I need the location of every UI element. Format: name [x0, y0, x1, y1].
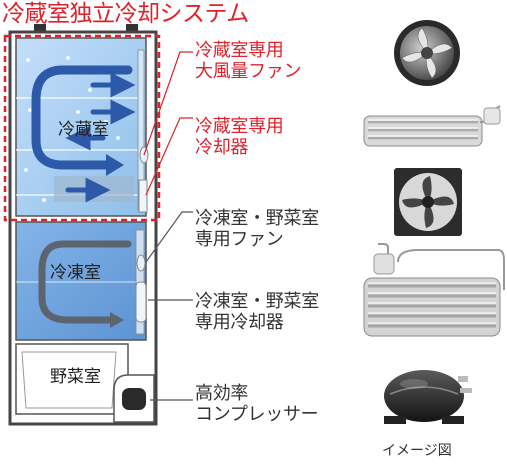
condenser-coil-icon	[363, 243, 505, 337]
image-note: イメージ図	[382, 443, 452, 459]
hinge	[126, 24, 138, 33]
freezer-cooler-label: 冷凍室・野菜室 専用冷却器	[195, 291, 319, 333]
hinge	[34, 24, 46, 33]
compressor-label: 高効率 コンプレッサー	[195, 383, 319, 425]
fridge-cooler-label: 冷蔵室専用 冷却器	[195, 116, 284, 158]
fridge-airflow	[31, 65, 133, 170]
refrigerator-diagram	[3, 24, 161, 426]
evaporator-coil-icon	[363, 105, 501, 147]
fridge-system-outline	[3, 34, 161, 222]
vegetable-compartment	[15, 343, 129, 415]
freezer-room-label: 冷凍室	[50, 263, 101, 283]
compressor-marker	[122, 388, 146, 410]
vegetable-room-label: 野菜室	[50, 367, 101, 387]
fridge-cooler-marker	[138, 179, 148, 213]
refrigerator-room-label: 冷蔵室	[58, 120, 109, 140]
diagram-title: 冷蔵室独立冷却システム	[2, 1, 249, 27]
freezer-fan-label: 冷凍室・野菜室 専用ファン	[195, 208, 319, 250]
square-fan-icon	[394, 168, 462, 236]
freezer-airflow	[38, 240, 132, 324]
freezer-cooler-marker	[135, 281, 147, 323]
compressor-icon	[384, 370, 472, 424]
fan-icon	[394, 20, 460, 86]
fridge-fan-label: 冷蔵室専用 大風量ファン	[195, 40, 302, 82]
freezer-fan-marker	[136, 254, 146, 272]
